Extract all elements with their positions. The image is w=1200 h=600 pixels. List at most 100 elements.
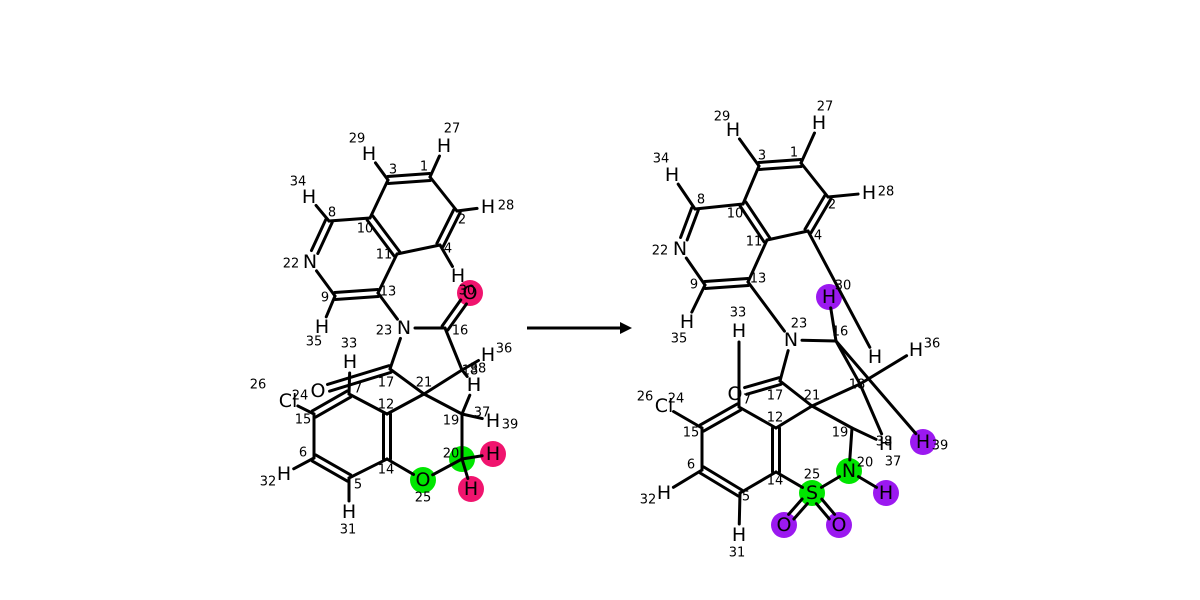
double-bond-line: [333, 288, 380, 295]
atom-symbol: H: [481, 344, 495, 366]
double-bond-line: [371, 214, 402, 254]
atom-symbol: H: [868, 346, 882, 368]
atom-index-label: 17: [378, 376, 395, 391]
atom-index-label: 2: [828, 198, 836, 213]
atom-symbol: H: [451, 265, 465, 287]
double-bond-line: [440, 298, 463, 328]
atom-highlight-dot: [458, 476, 484, 502]
atom-index-label: 36: [496, 342, 513, 357]
single-bond-line: [376, 291, 399, 321]
single-bond-line: [737, 137, 761, 168]
atom-index-label: 15: [683, 426, 700, 441]
double-bond-line: [314, 453, 353, 477]
atom-index-label: 24: [668, 392, 685, 407]
atom-highlight-dot: [816, 284, 842, 310]
atom-index-label: 17: [767, 389, 784, 404]
atom-index-label: 27: [444, 122, 461, 137]
double-bond-line: [685, 208, 700, 242]
atom-index-label: 7: [354, 382, 362, 397]
atom-symbol: Cl: [279, 390, 298, 412]
atom-symbol: H: [822, 286, 836, 308]
atom-index-label: 5: [742, 490, 750, 505]
single-bond-line: [774, 470, 804, 489]
atom-index-label: 22: [283, 257, 300, 272]
atom-index-label: 11: [746, 235, 763, 250]
atom-symbol: Cl: [655, 395, 674, 417]
atom-index-label: 10: [357, 222, 374, 237]
atom-index-label: 2: [458, 213, 466, 228]
double-bond-line: [703, 283, 750, 290]
single-bond-line: [388, 367, 426, 396]
single-bond-line: [672, 410, 704, 430]
atom-symbol: N: [397, 317, 411, 339]
double-bond-line: [757, 158, 803, 165]
atom-highlight-dot: [457, 280, 483, 306]
atom-index-label: 27: [817, 100, 834, 115]
single-bond-line: [460, 412, 484, 421]
single-bond-line: [834, 339, 918, 436]
single-bond-line: [671, 468, 704, 489]
atom-symbol: H: [732, 524, 746, 546]
single-bond-line: [819, 475, 842, 489]
double-bond-line: [809, 197, 833, 235]
atom-index-label: 14: [378, 463, 395, 478]
double-bond-line: [386, 172, 432, 179]
atom-symbol: H: [657, 482, 671, 504]
atom-index-label: 29: [349, 132, 366, 147]
double-bond-line: [365, 218, 396, 258]
single-bond-line: [385, 457, 415, 476]
highlight-layer: [410, 280, 506, 502]
atom-index-label: 21: [416, 376, 433, 391]
single-bond-line: [693, 202, 745, 211]
atom-highlight-dot: [836, 458, 862, 484]
single-bond-line: [443, 326, 464, 372]
single-bond-line: [347, 457, 389, 480]
atom-index-label: 30: [835, 279, 852, 294]
single-bond-line: [455, 206, 479, 213]
atom-symbol: O: [777, 514, 792, 536]
atom-symbol: H: [464, 478, 478, 500]
atom-index-label: 19: [443, 414, 460, 429]
atom-index-label: 30: [459, 284, 476, 299]
atom-index-label: 24: [292, 389, 309, 404]
atom-index-label: 39: [932, 439, 949, 454]
atom-symbol: H: [362, 143, 376, 165]
single-bond-line: [737, 491, 742, 526]
double-bond-line: [325, 364, 391, 386]
atom-index-label: 5: [354, 478, 362, 493]
double-bond-line: [310, 459, 349, 483]
single-bond-line: [684, 256, 707, 287]
atom-index-label: 21: [804, 389, 821, 404]
single-bond-line: [438, 243, 454, 268]
single-bond-line: [373, 161, 390, 182]
atom-symbol: H: [909, 339, 923, 361]
double-bond-line: [703, 277, 750, 284]
double-bond-line: [316, 220, 334, 255]
double-bond-line: [792, 502, 809, 521]
atom-symbol: H: [315, 316, 329, 338]
atom-index-label: 22: [652, 244, 669, 259]
atom-symbol: H: [879, 482, 893, 504]
atom-index-label: 3: [389, 163, 397, 178]
atom-index-label: 39: [502, 418, 519, 433]
single-bond-line: [428, 175, 459, 213]
single-bond-line: [296, 404, 316, 416]
double-bond-line: [787, 497, 804, 516]
atom-highlight-dot: [873, 480, 899, 506]
double-bond-line: [310, 389, 349, 413]
single-bond-line: [856, 475, 879, 489]
atom-symbol: H: [486, 410, 500, 432]
atom-index-label: 13: [750, 272, 767, 287]
atom-symbol: H: [726, 119, 740, 141]
atom-index-label: 37: [474, 406, 491, 421]
atom-index-label: 26: [250, 378, 267, 393]
atom-index-label: 33: [341, 337, 358, 352]
single-bond-line: [422, 392, 464, 416]
atom-symbol: S: [806, 482, 818, 504]
atom-symbol: H: [437, 135, 451, 157]
atom-index-label: 37: [885, 455, 902, 470]
double-bond-line: [386, 178, 432, 185]
single-bond-line: [460, 368, 469, 378]
single-bond-line: [741, 164, 761, 206]
